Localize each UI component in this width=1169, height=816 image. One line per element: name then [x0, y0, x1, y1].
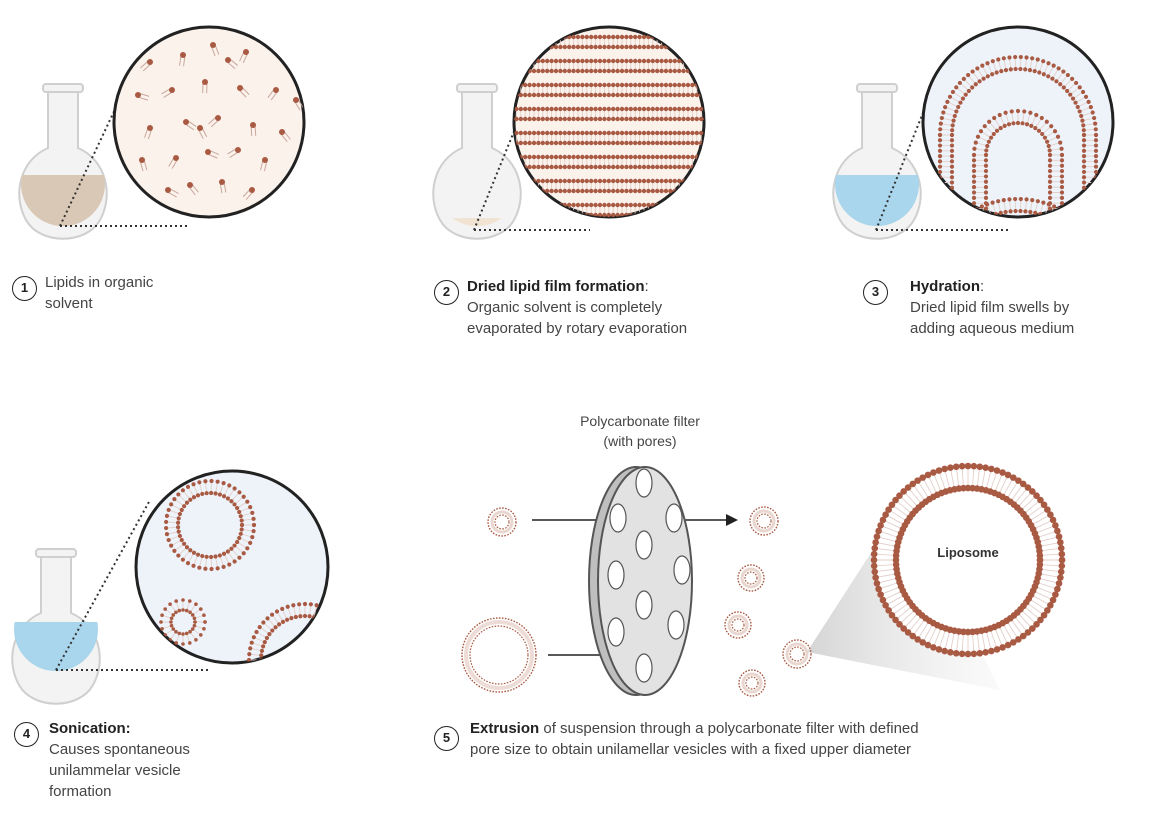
step-number-badge: 5 [434, 726, 459, 751]
step-number-badge: 1 [12, 276, 37, 301]
step-4-line-1: Causes spontaneous [49, 739, 190, 760]
step-4-line-3: formation [49, 781, 190, 802]
filter-label: Polycarbonate filter (with pores) [540, 411, 740, 451]
step-3-title: Hydration [910, 278, 980, 295]
step-number-badge: 3 [863, 280, 888, 305]
step-3-line-1: Dried lipid film swells by [910, 297, 1074, 318]
step-number-badge: 2 [434, 280, 459, 305]
step4-flask [0, 549, 110, 722]
step1-zoom-circle [114, 27, 304, 217]
step-3-line-2: adding aqueous medium [910, 318, 1074, 339]
step-1-line-1: Lipids in organic [45, 272, 153, 293]
step-5-line-1: of suspension through a polycarbonate fi… [539, 720, 918, 737]
step-5-line-2: pore size to obtain unilamellar vesicles… [470, 739, 919, 760]
step-5-title: Extrusion [470, 720, 539, 737]
step2-zoom-circle [510, 27, 708, 217]
step3-zoom-circle [923, 27, 1113, 256]
step-2-title: Dried lipid film formation [467, 278, 645, 295]
step-2-line-1: Organic solvent is completely [467, 297, 687, 318]
step-1-line-2: solvent [45, 293, 153, 314]
step4-zoom-circle [136, 471, 363, 718]
step3-flask [820, 84, 930, 260]
filter-label-line-2: (with pores) [540, 431, 740, 451]
filter-label-line-1: Polycarbonate filter [540, 411, 740, 431]
step-4-title: Sonication: [49, 718, 190, 739]
step-number-badge: 4 [14, 722, 39, 747]
liposome-label: Liposome [918, 545, 1018, 560]
step-4-line-2: unilammelar vesicle [49, 760, 190, 781]
polycarbonate-filter [589, 467, 692, 695]
step-2-line-2: evaporated by rotary evaporation [467, 318, 687, 339]
